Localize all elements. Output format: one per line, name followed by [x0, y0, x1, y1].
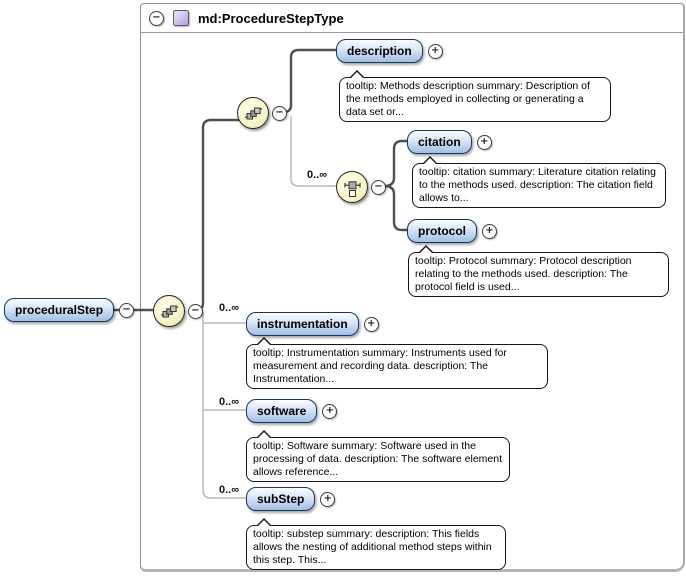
- element-citation[interactable]: citation: [407, 130, 472, 154]
- element-subStep[interactable]: subStep: [246, 487, 316, 511]
- collapse-type-toggle[interactable]: −: [149, 10, 164, 26]
- proceduralStep-collapse-toggle[interactable]: −: [119, 302, 135, 318]
- element-citation-row: citation +: [407, 130, 492, 154]
- complex-type-frame: − md:ProcedureStepType: [140, 3, 685, 572]
- sequence-icon: [160, 305, 178, 317]
- software-expand-toggle[interactable]: +: [322, 403, 338, 419]
- choice-compositor-row: −: [336, 171, 386, 203]
- protocol-expand-toggle[interactable]: +: [482, 223, 497, 239]
- complex-type-title: md:ProcedureStepType: [198, 10, 344, 26]
- occurrence-label: 0..∞: [307, 169, 328, 181]
- element-instrumentation[interactable]: instrumentation: [246, 312, 359, 336]
- element-protocol-row: protocol +: [407, 219, 497, 243]
- sequence-main-collapse-toggle[interactable]: −: [188, 303, 203, 319]
- element-proceduralStep[interactable]: proceduralStep: [4, 298, 115, 322]
- occurrence-label: 0..∞: [219, 484, 240, 496]
- complex-type-titlebar: − md:ProcedureStepType: [141, 4, 683, 33]
- element-software-row: software +: [246, 399, 338, 423]
- element-proceduralStep-row: proceduralStep −: [4, 298, 135, 322]
- subStep-expand-toggle[interactable]: +: [320, 491, 336, 507]
- description-expand-toggle[interactable]: +: [427, 43, 443, 59]
- sequence-compositor-icon[interactable]: [153, 295, 185, 327]
- occurrence-label: 0..∞: [219, 396, 240, 408]
- citation-tooltip: tooltip: citation summary: Literature ci…: [412, 155, 666, 209]
- choice-collapse-toggle[interactable]: −: [371, 179, 386, 195]
- complex-type-icon: [173, 10, 189, 26]
- sequence-compositor-main-row: −: [153, 295, 203, 327]
- element-subStep-row: subStep +: [246, 487, 336, 511]
- sequence-compositor-icon[interactable]: [237, 97, 269, 129]
- citation-expand-toggle[interactable]: +: [476, 134, 492, 150]
- instrumentation-tooltip: tooltip: Instrumentation summary: Instru…: [246, 336, 548, 390]
- sequence-icon: [244, 107, 262, 119]
- choice-icon: [343, 180, 361, 197]
- element-protocol[interactable]: protocol: [407, 219, 477, 243]
- description-tooltip: tooltip: Methods description summary: De…: [339, 69, 611, 123]
- element-description-row: description +: [336, 39, 443, 63]
- element-instrumentation-row: instrumentation +: [246, 312, 379, 336]
- software-tooltip: tooltip: Software summary: Software used…: [246, 429, 510, 483]
- protocol-tooltip: tooltip: Protocol summary: Protocol desc…: [408, 244, 669, 298]
- sequence-inner-collapse-toggle[interactable]: −: [272, 105, 287, 121]
- occurrence-label: 0..∞: [219, 302, 240, 314]
- instrumentation-expand-toggle[interactable]: +: [363, 316, 379, 332]
- sequence-compositor-inner-row: −: [237, 97, 287, 129]
- element-software[interactable]: software: [246, 399, 318, 423]
- element-description[interactable]: description: [336, 39, 423, 63]
- subStep-tooltip: tooltip: substep summary: description: T…: [246, 517, 506, 571]
- choice-compositor-icon[interactable]: [336, 171, 368, 203]
